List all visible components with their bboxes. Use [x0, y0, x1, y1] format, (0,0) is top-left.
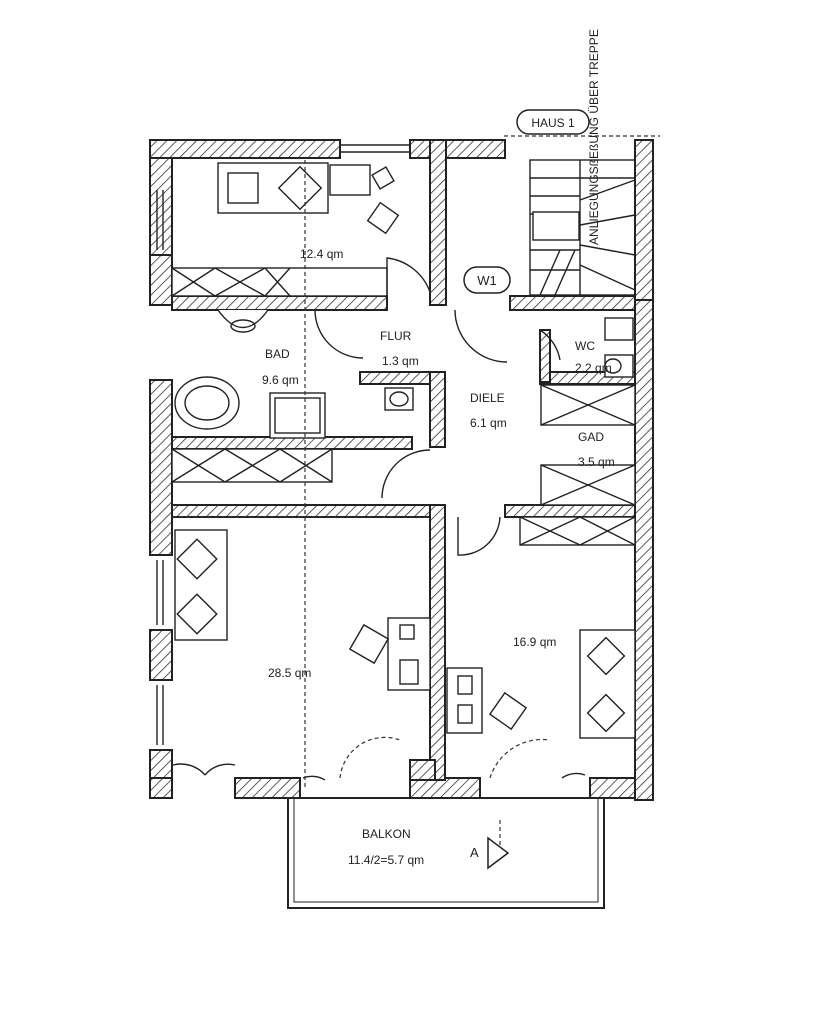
storage-cabinets	[171, 384, 636, 546]
axis-lines	[172, 160, 501, 860]
building-tag-text: HAUS 1	[531, 116, 575, 130]
building-tag: HAUS 1	[516, 109, 590, 135]
diele-name: DIELE	[470, 391, 505, 405]
wc-name: WC	[575, 339, 595, 353]
room-right-area: 16.9 qm	[513, 635, 556, 649]
flur-area: 1.3 qm	[382, 354, 419, 368]
bedroom-top-area: 12.4 qm	[300, 247, 343, 261]
flur-name: FLUR	[380, 329, 412, 343]
wc-fixtures	[604, 317, 634, 378]
doors	[172, 257, 586, 781]
top-bedroom-furniture	[171, 162, 400, 297]
section-mark-text: A	[470, 845, 479, 860]
unit-tag: W1	[463, 266, 511, 294]
wc-area: 2.2 qm	[575, 361, 612, 375]
bathroom-fixtures	[174, 309, 414, 439]
stair-note: ANLIEGUNGSßEßUNG ÜBER TREPPE	[587, 29, 601, 245]
balcony	[287, 797, 605, 909]
diele-area: 6.1 qm	[470, 416, 507, 430]
staircase: ANLIEGUNGSßEßUNG ÜBER TREPPE	[529, 29, 636, 296]
living-area: 28.5 qm	[268, 666, 311, 680]
room-labels: 12.4 qm FLUR 1.3 qm BAD 9.6 qm WC 2.2 qm…	[262, 247, 615, 867]
right-room-furniture	[446, 629, 636, 739]
section-marker: A	[470, 836, 510, 870]
bad-name: BAD	[265, 347, 290, 361]
balkon-name: BALKON	[362, 827, 411, 841]
unit-tag-text: W1	[477, 273, 497, 288]
living-room-furniture	[174, 529, 431, 691]
balkon-area: 11.4/2=5.7 qm	[348, 853, 424, 867]
windows	[156, 144, 410, 745]
outer-walls	[149, 139, 654, 801]
inner-walls	[171, 139, 636, 781]
bad-area: 9.6 qm	[262, 373, 299, 387]
gad-area: 3.5 qm	[578, 455, 615, 469]
gad-name: GAD	[578, 430, 604, 444]
